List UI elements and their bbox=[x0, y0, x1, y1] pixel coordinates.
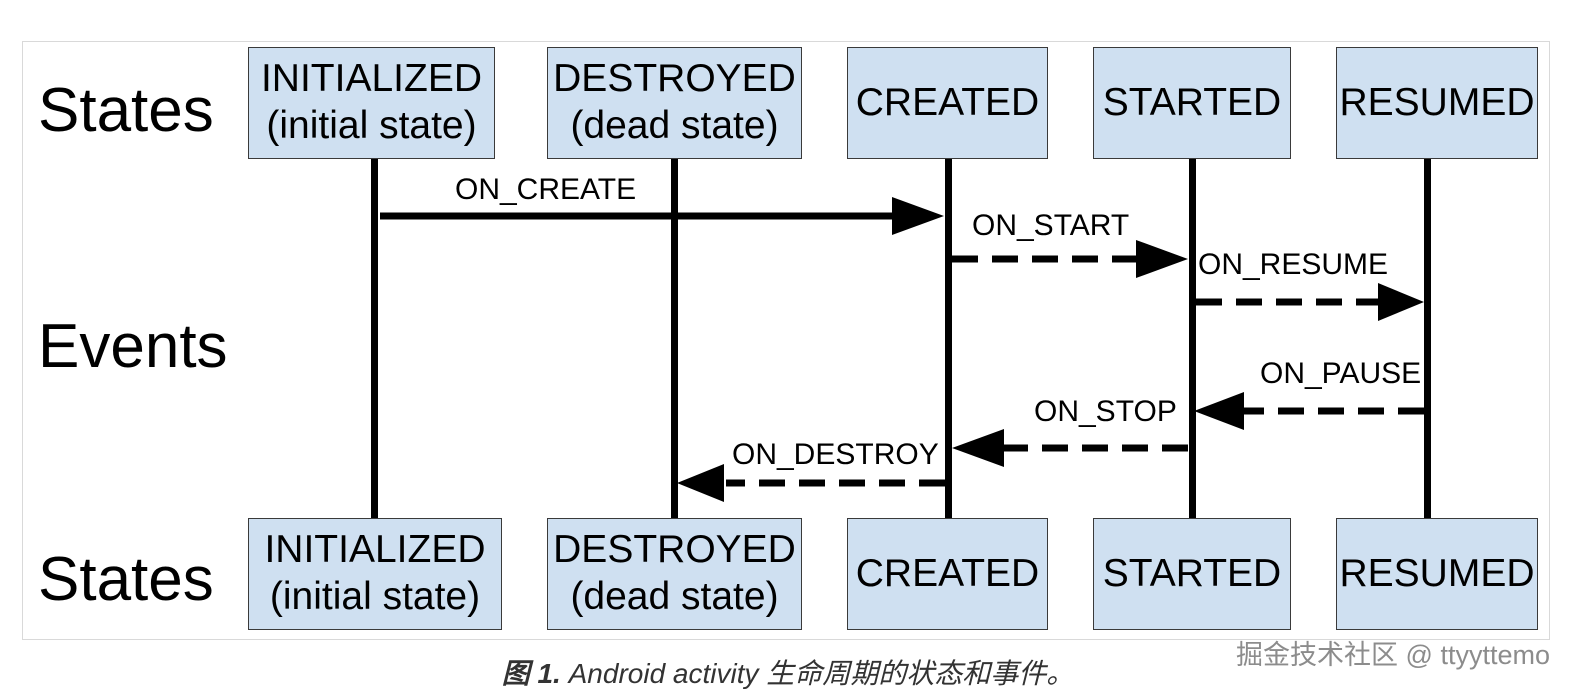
state-box-resumed-bottom: RESUMED bbox=[1336, 518, 1538, 630]
state-box-created-top: CREATED bbox=[847, 47, 1048, 159]
state-name: CREATED bbox=[855, 80, 1040, 124]
state-box-initialized-top: INITIALIZED (initial state) bbox=[248, 47, 495, 159]
state-name: STARTED bbox=[1102, 551, 1282, 595]
event-label-on-stop: ON_STOP bbox=[1034, 395, 1177, 428]
lifeline-initialized bbox=[371, 155, 378, 521]
arrow-on-resume: ON_RESUME bbox=[1196, 248, 1424, 321]
state-note: (initial state) bbox=[266, 104, 477, 147]
states-top-label: States bbox=[38, 76, 214, 145]
lifeline-resumed bbox=[1424, 155, 1431, 521]
state-box-destroyed-bottom: DESTROYED (dead state) bbox=[547, 518, 802, 630]
state-name: CREATED bbox=[855, 551, 1040, 595]
figure-caption: 图 1. Android activity 生命周期的状态和事件。 bbox=[0, 652, 1576, 692]
watermark: 掘金技术社区 @ ttyyttemo bbox=[1236, 640, 1550, 670]
state-note: (initial state) bbox=[269, 575, 481, 618]
state-box-resumed-top: RESUMED bbox=[1336, 47, 1538, 159]
arrow-on-pause: ON_PAUSE bbox=[1194, 357, 1424, 430]
arrow-on-create: ON_CREATE bbox=[380, 173, 944, 235]
event-label-on-destroy: ON_DESTROY bbox=[732, 438, 939, 471]
caption-text: Android activity 生命周期的状态和事件。 bbox=[568, 658, 1075, 689]
state-note: (dead state) bbox=[570, 104, 779, 147]
state-name: INITIALIZED bbox=[264, 528, 486, 572]
arrow-on-stop: ON_STOP bbox=[952, 395, 1188, 467]
state-name: RESUMED bbox=[1339, 551, 1535, 595]
event-label-on-resume: ON_RESUME bbox=[1198, 248, 1388, 281]
state-note: (dead state) bbox=[570, 575, 779, 618]
arrow-on-destroy: ON_DESTROY bbox=[677, 438, 945, 502]
state-name: RESUMED bbox=[1339, 80, 1535, 124]
event-label-on-start: ON_START bbox=[972, 209, 1129, 242]
events-label: Events bbox=[38, 312, 228, 381]
lifeline-created bbox=[945, 155, 952, 521]
state-box-started-top: STARTED bbox=[1093, 47, 1291, 159]
lifeline-destroyed bbox=[671, 155, 678, 521]
event-label-on-pause: ON_PAUSE bbox=[1260, 357, 1421, 390]
state-box-started-bottom: STARTED bbox=[1093, 518, 1291, 630]
state-name: DESTROYED bbox=[553, 57, 796, 101]
state-box-destroyed-top: DESTROYED (dead state) bbox=[547, 47, 802, 159]
figure-number: 图 1. bbox=[501, 658, 561, 689]
states-bottom-label: States bbox=[38, 545, 214, 614]
state-name: DESTROYED bbox=[553, 528, 796, 572]
event-label-on-create: ON_CREATE bbox=[455, 173, 636, 206]
state-box-initialized-bottom: INITIALIZED (initial state) bbox=[248, 518, 502, 630]
lifeline-started bbox=[1189, 155, 1196, 521]
state-name: INITIALIZED bbox=[260, 57, 483, 101]
state-box-created-bottom: CREATED bbox=[847, 518, 1048, 630]
state-name: STARTED bbox=[1102, 80, 1282, 124]
diagram-frame bbox=[22, 41, 1550, 640]
arrow-on-start: ON_START bbox=[952, 209, 1188, 278]
